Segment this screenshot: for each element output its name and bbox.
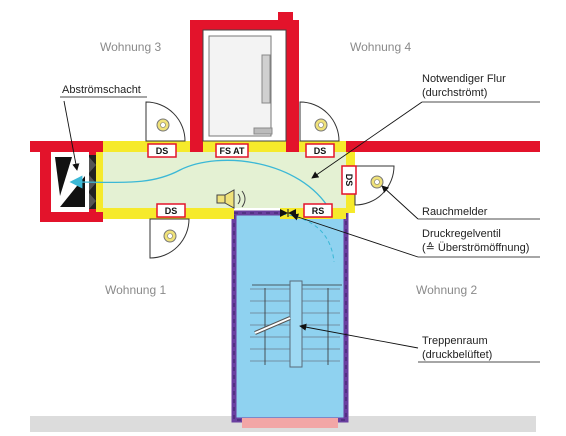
leader-treppen	[299, 323, 419, 349]
elevator-car	[208, 35, 272, 137]
tag-ds-right: DS	[344, 174, 354, 187]
siren-icon	[216, 189, 246, 209]
label-flur-line1: Notwendiger Flur	[422, 73, 506, 85]
stairwell-door	[242, 418, 338, 428]
tag-rs: RS	[312, 206, 325, 216]
leader-druckregel	[291, 213, 419, 258]
tag-ds-top-left: DS	[156, 146, 169, 156]
label-treppen-line2: (druckbelüftet)	[422, 349, 492, 361]
smoke-detector-icons	[156, 118, 384, 243]
room-label-wohnung-3: Wohnung 3	[100, 40, 161, 54]
tag-ds-top-right: DS	[314, 146, 327, 156]
label-treppen-line1: Treppenraum	[422, 335, 488, 347]
airflow-arrow	[69, 159, 331, 211]
label-abstroemschacht: Abströmschacht	[62, 84, 141, 96]
leader-rauchmelder	[381, 185, 419, 220]
stair-core	[289, 280, 303, 368]
label-druckregel-line2: (≙ Überströmöffnung)	[422, 242, 529, 254]
tag-ds-bottom-left: DS	[165, 206, 178, 216]
walls	[30, 12, 540, 222]
label-druckregel-line1: Druckregelventil	[422, 228, 501, 240]
tag-fs-at: FS AT	[220, 146, 245, 156]
label-flur-line2: (durchströmt)	[422, 87, 487, 99]
label-rauchmelder: Rauchmelder	[422, 206, 488, 218]
leader-flur	[311, 101, 423, 179]
leader-abstroemschacht	[63, 100, 80, 171]
tags: DS FS AT DS DS DS RS	[147, 143, 357, 218]
room-label-wohnung-2: Wohnung 2	[416, 283, 477, 297]
room-label-wohnung-4: Wohnung 4	[350, 40, 411, 54]
room-label-wohnung-1: Wohnung 1	[105, 283, 166, 297]
